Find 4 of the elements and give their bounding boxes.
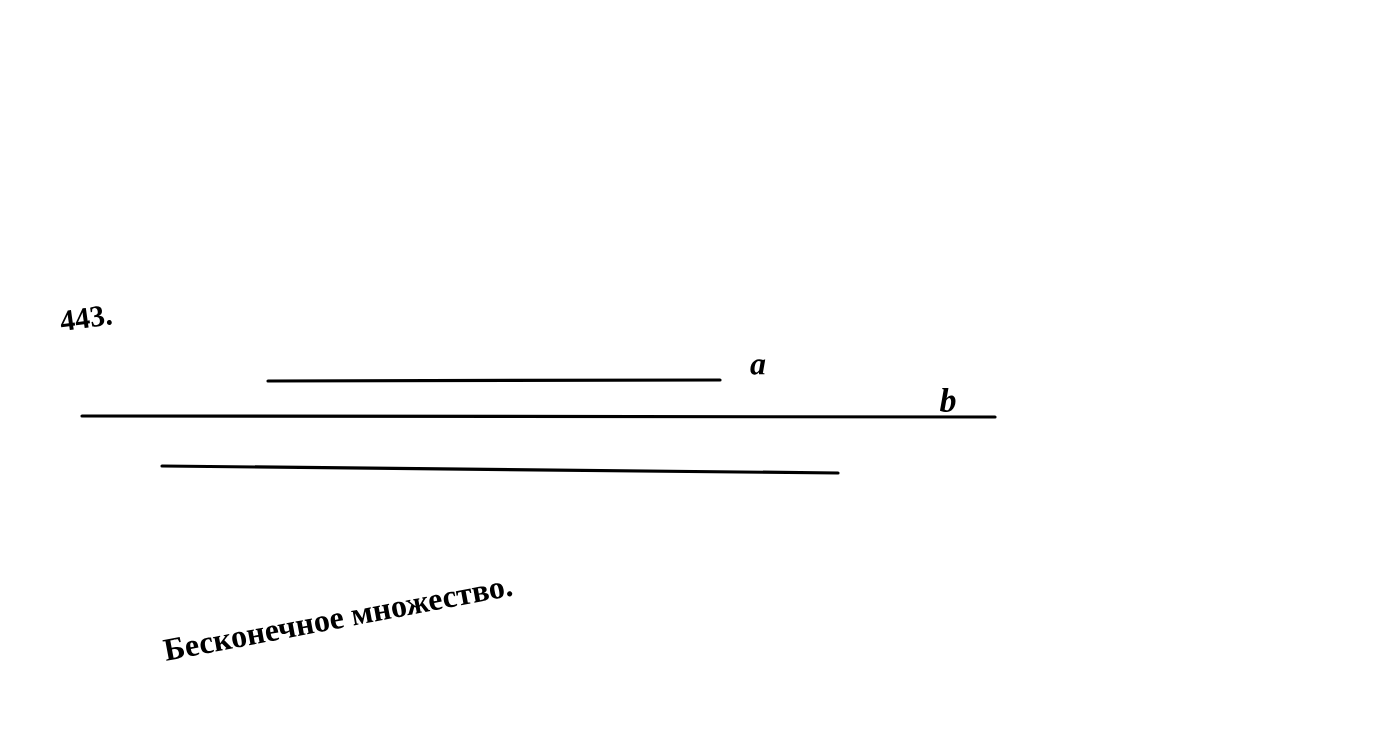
caption-text: Бесконечное множество. [162, 583, 513, 661]
line-label: a [750, 359, 766, 375]
line-label: b [939, 388, 956, 412]
problem-number: 443. [60, 306, 112, 331]
